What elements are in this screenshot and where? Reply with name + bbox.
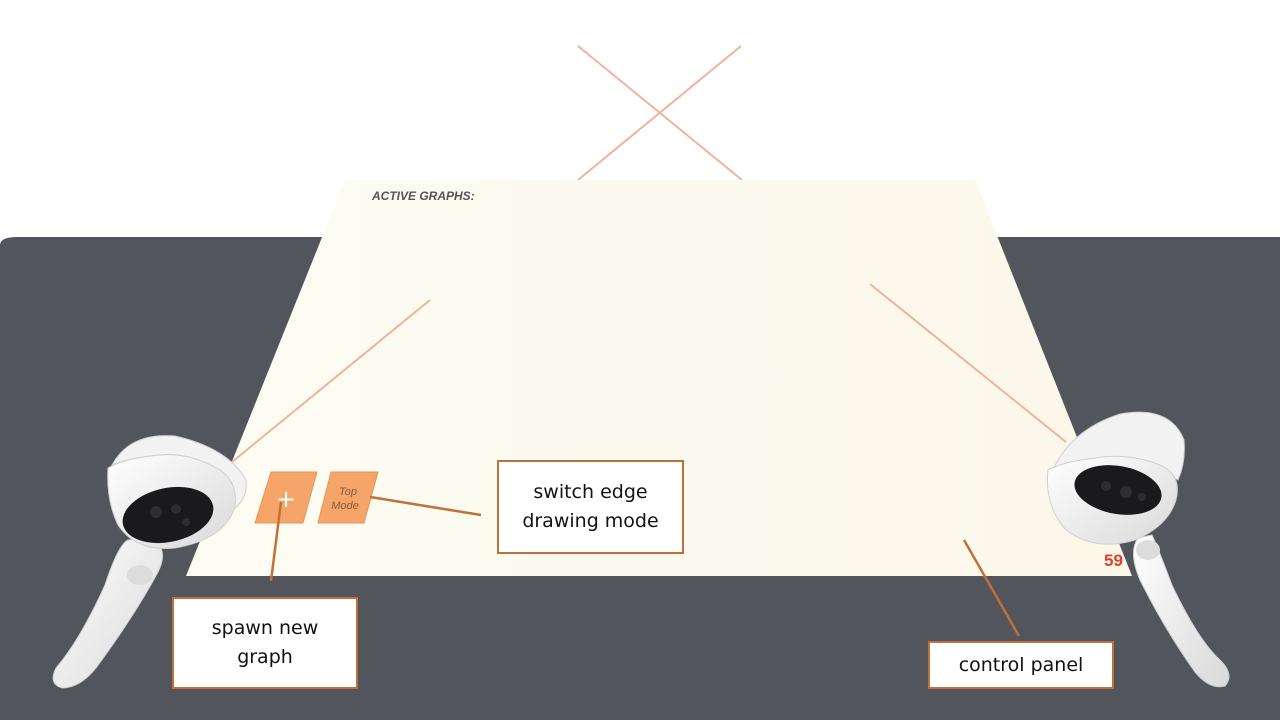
graph-counter: 59: [1104, 551, 1123, 570]
callout-control-panel-text: control panel: [958, 653, 1084, 676]
callout-edge-mode: switch edge drawing mode: [497, 460, 684, 554]
laser-line: [577, 45, 742, 181]
laser-line-right: [869, 283, 1067, 443]
callout-control-panel: control panel: [928, 641, 1114, 689]
leader-edge-mode: [369, 495, 482, 517]
vr-controller-right-icon: [1046, 411, 1230, 688]
leader-spawn: [269, 501, 283, 582]
vr-controller-left-icon: [52, 435, 247, 689]
laser-line-left: [231, 299, 431, 463]
edge-mode-label-line2: Mode: [331, 500, 359, 512]
edge-mode-label-line1: Top: [339, 486, 357, 498]
callout-spawn-graph: spawn new graph: [172, 597, 358, 689]
control-panel[interactable]: [186, 180, 1132, 576]
panel-title: ACTIVE GRAPHS:: [371, 189, 475, 203]
spawn-graph-button[interactable]: +: [254, 471, 318, 524]
callout-edge-mode-text: switch edge drawing mode: [522, 481, 659, 532]
callout-spawn-graph-text: spawn new graph: [211, 617, 319, 668]
leader-control-panel: [962, 539, 1021, 637]
edge-mode-button[interactable]: Top Mode: [317, 471, 379, 524]
